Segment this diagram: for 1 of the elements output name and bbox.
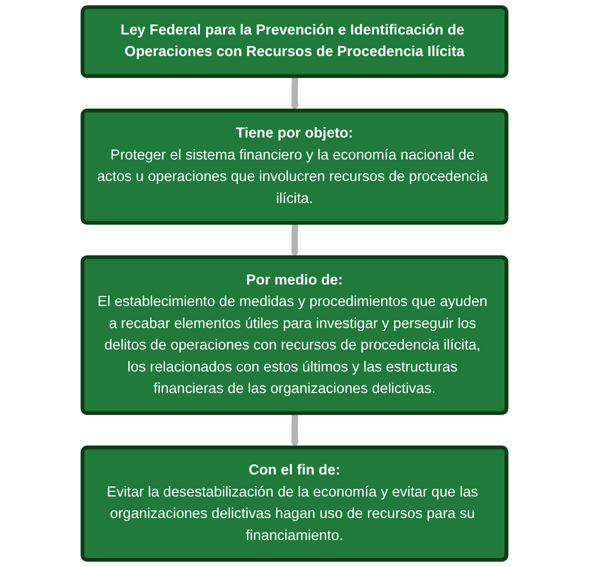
- arrow: [290, 76, 299, 112]
